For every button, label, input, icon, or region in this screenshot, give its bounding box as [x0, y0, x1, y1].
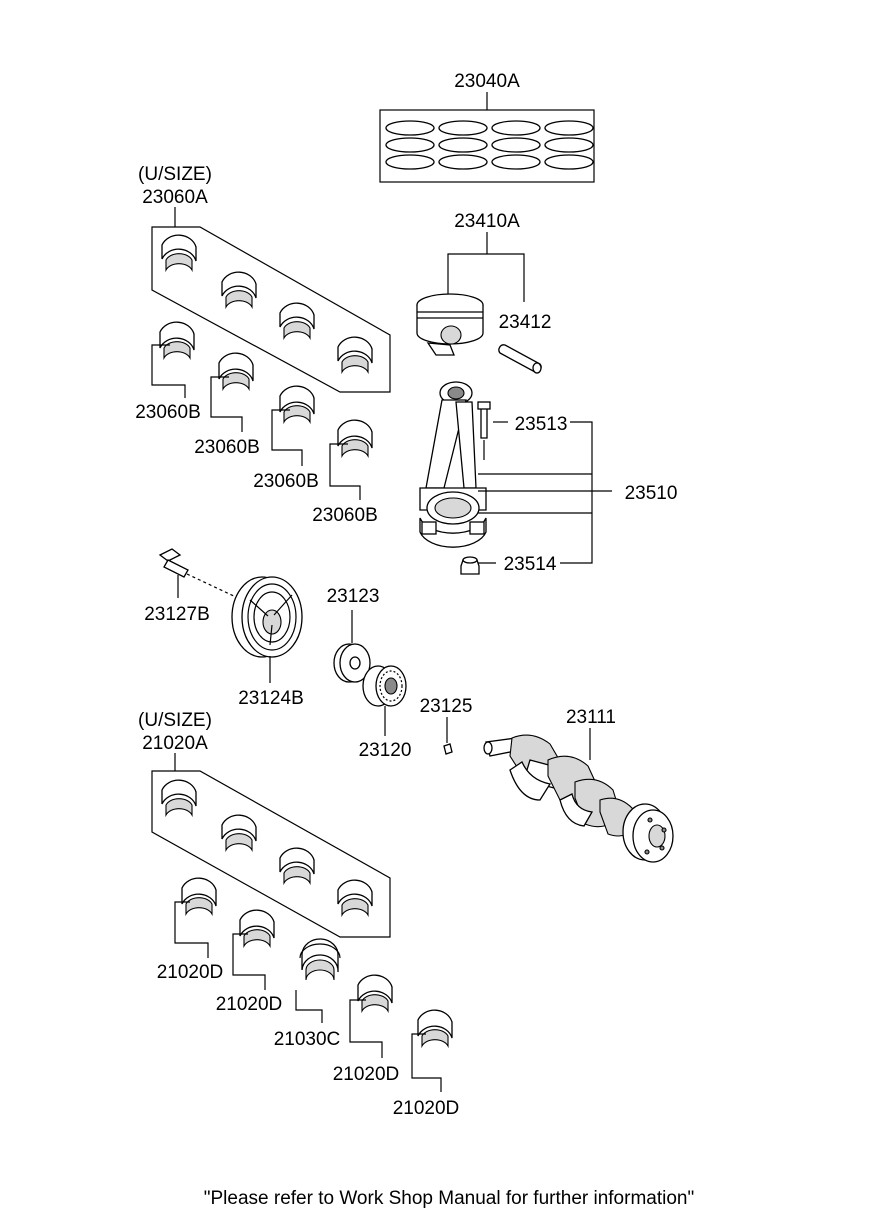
- label-23060B-2: 23060B: [194, 437, 260, 458]
- label-23124B: 23124B: [238, 688, 304, 709]
- label-23510: 23510: [625, 483, 678, 504]
- crankshaft-sprocket: [362, 665, 407, 736]
- label-23514: 23514: [504, 554, 557, 575]
- piston-pin: [498, 344, 542, 374]
- label-23513: 23513: [515, 414, 568, 435]
- label-21020D-3: 21020D: [333, 1064, 400, 1085]
- thrust-bearing-21030C: [295, 938, 341, 1023]
- ring-stack: [385, 120, 435, 170]
- bearing-shell: [221, 814, 257, 853]
- connecting-rod: [419, 381, 491, 575]
- ring-stack: [544, 120, 594, 170]
- label-23060B-4: 23060B: [312, 505, 378, 526]
- lower-bearing-21020D-3: [349, 974, 393, 1058]
- ring-stack: [491, 120, 541, 170]
- upper-bearing-23060B-4: [329, 419, 373, 500]
- label-23040A: 23040A: [454, 71, 520, 92]
- label-23060B-3: 23060B: [253, 471, 319, 492]
- piston: [416, 232, 525, 356]
- footer-note: "Please refer to Work Shop Manual for fu…: [204, 1188, 694, 1209]
- lower-bearing-21020D-2: [232, 909, 275, 990]
- bearing-shell: [337, 336, 373, 375]
- upper-bearing-23060B-3: [271, 385, 315, 466]
- upper-main-bearing-set: [151, 207, 391, 393]
- lower-main-bearing-set: [151, 753, 391, 938]
- lower-bearing-21020D-1: [174, 877, 217, 958]
- woodruff-key: [443, 717, 453, 755]
- label-21020A: 21020A: [142, 733, 208, 754]
- bearing-shell: [337, 879, 373, 918]
- washer: [333, 610, 371, 683]
- label-23125: 23125: [420, 696, 473, 717]
- piston-ring-set: [379, 92, 595, 183]
- upper-bearing-23060B-2: [210, 352, 254, 432]
- connecting-rod-leaders: [478, 421, 612, 564]
- label-21020D-2: 21020D: [216, 994, 283, 1015]
- label-23127B: 23127B: [144, 604, 210, 625]
- label-23060A-usize: (U/SIZE): [138, 164, 212, 185]
- label-23120: 23120: [359, 740, 412, 761]
- crankshaft: [483, 728, 674, 863]
- ring-stack: [438, 120, 488, 170]
- bearing-shell: [161, 779, 197, 818]
- bearing-shell: [279, 302, 315, 341]
- label-23410A: 23410A: [454, 211, 520, 232]
- label-21020A-usize: (U/SIZE): [138, 710, 212, 731]
- label-21020D-1: 21020D: [157, 962, 224, 983]
- bearing-shell: [279, 847, 315, 886]
- label-23060A: 23060A: [142, 187, 208, 208]
- label-23412: 23412: [499, 312, 552, 333]
- bearing-shell: [161, 234, 197, 273]
- label-21030C: 21030C: [274, 1029, 341, 1050]
- crankshaft-pulley: [231, 576, 303, 683]
- label-21020D-4: 21020D: [393, 1098, 460, 1119]
- bearing-shell: [221, 271, 257, 310]
- label-23060B-1: 23060B: [135, 402, 201, 423]
- upper-bearing-23060B-1: [151, 321, 195, 398]
- lower-bearing-21020D-4: [411, 1009, 453, 1092]
- label-23111: 23111: [566, 707, 616, 728]
- pulley-bolt: [158, 548, 239, 599]
- label-23123: 23123: [327, 586, 380, 607]
